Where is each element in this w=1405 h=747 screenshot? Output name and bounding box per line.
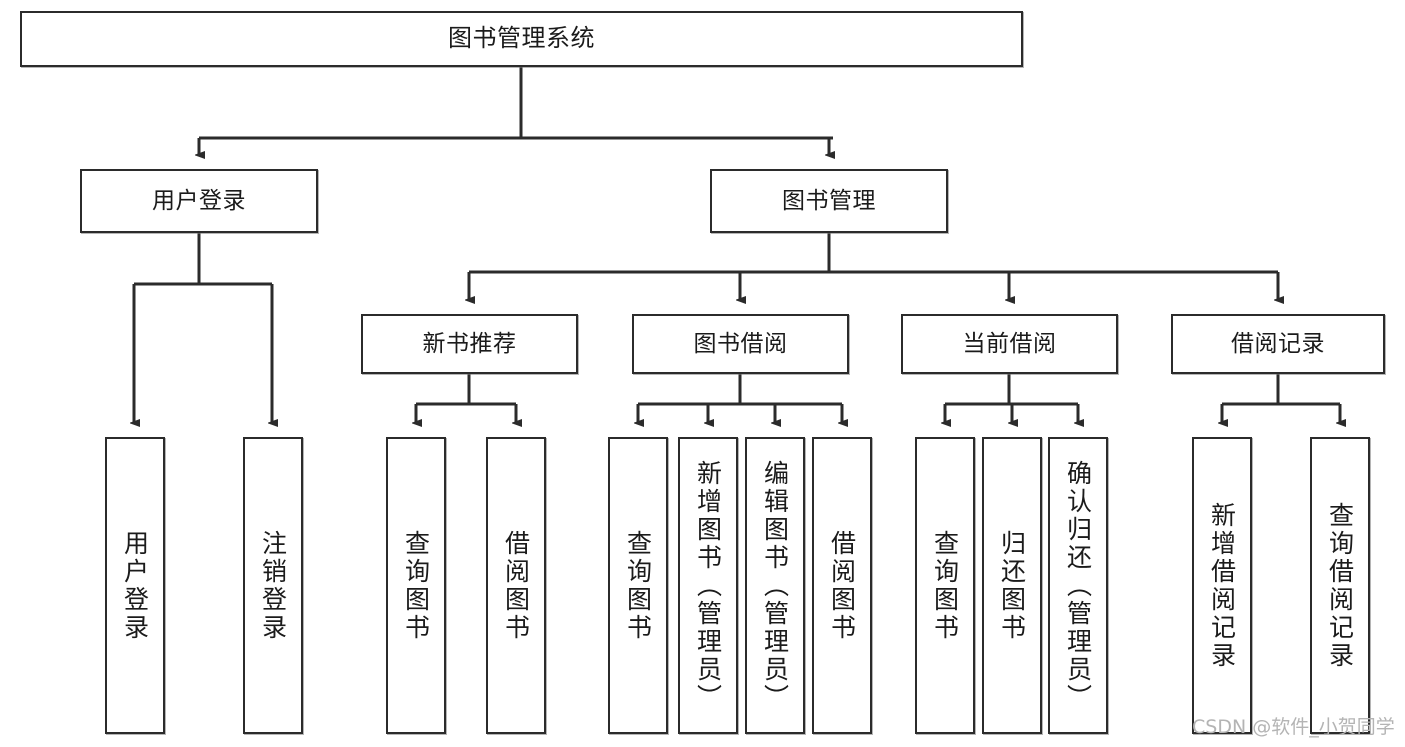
node-leaf-edit-book-label: 编辑图书（管理员） bbox=[760, 459, 790, 712]
node-leaf-add-borrow-record[interactable]: 新增借阅记录 bbox=[1192, 437, 1252, 734]
node-book-manage[interactable]: 图书管理 bbox=[710, 169, 948, 233]
node-book-manage-label: 图书管理 bbox=[782, 187, 876, 214]
node-leaf-borrow-book-label: 借阅图书 bbox=[827, 529, 857, 642]
node-current-borrow[interactable]: 当前借阅 bbox=[901, 314, 1118, 374]
node-leaf-user-login-label: 用户登录 bbox=[120, 529, 150, 642]
node-leaf-add-book-label: 新增图书（管理员） bbox=[693, 459, 723, 712]
node-leaf-add-book[interactable]: 新增图书（管理员） bbox=[678, 437, 738, 734]
node-leaf-borrow-book[interactable]: 借阅图书 bbox=[812, 437, 872, 734]
node-borrow-record-label: 借阅记录 bbox=[1231, 330, 1325, 357]
node-book-borrow[interactable]: 图书借阅 bbox=[632, 314, 849, 374]
node-leaf-query-book-borrow[interactable]: 查询图书 bbox=[608, 437, 668, 734]
node-leaf-query-book-current-label: 查询图书 bbox=[930, 529, 960, 642]
node-leaf-add-borrow-record-label: 新增借阅记录 bbox=[1207, 501, 1237, 670]
node-new-book-recommend[interactable]: 新书推荐 bbox=[361, 314, 578, 374]
node-leaf-query-borrow-record[interactable]: 查询借阅记录 bbox=[1310, 437, 1370, 734]
node-user-login-label: 用户登录 bbox=[152, 187, 246, 214]
node-leaf-confirm-return[interactable]: 确认归还（管理员） bbox=[1048, 437, 1108, 734]
node-leaf-return-book-label: 归还图书 bbox=[997, 529, 1027, 642]
node-borrow-record[interactable]: 借阅记录 bbox=[1171, 314, 1385, 374]
node-leaf-query-book-recommend-label: 查询图书 bbox=[401, 529, 431, 642]
node-leaf-return-book[interactable]: 归还图书 bbox=[982, 437, 1042, 734]
node-leaf-query-book-borrow-label: 查询图书 bbox=[623, 529, 653, 642]
node-leaf-edit-book[interactable]: 编辑图书（管理员） bbox=[745, 437, 805, 734]
watermark: CSDN @软件_小贺同学 bbox=[1192, 716, 1395, 738]
node-user-login[interactable]: 用户登录 bbox=[80, 169, 318, 233]
node-leaf-query-book-current[interactable]: 查询图书 bbox=[915, 437, 975, 734]
node-leaf-borrow-book-recommend[interactable]: 借阅图书 bbox=[486, 437, 546, 734]
node-root-label: 图书管理系统 bbox=[448, 24, 595, 53]
node-leaf-borrow-book-recommend-label: 借阅图书 bbox=[501, 529, 531, 642]
node-leaf-user-login[interactable]: 用户登录 bbox=[105, 437, 165, 734]
node-leaf-query-borrow-record-label: 查询借阅记录 bbox=[1325, 501, 1355, 670]
node-root[interactable]: 图书管理系统 bbox=[20, 11, 1023, 67]
node-leaf-logout[interactable]: 注销登录 bbox=[243, 437, 303, 734]
node-leaf-logout-label: 注销登录 bbox=[258, 529, 288, 642]
node-new-book-recommend-label: 新书推荐 bbox=[422, 330, 517, 357]
node-book-borrow-label: 图书借阅 bbox=[693, 330, 788, 357]
node-leaf-query-book-recommend[interactable]: 查询图书 bbox=[386, 437, 446, 734]
node-current-borrow-label: 当前借阅 bbox=[962, 330, 1057, 357]
node-leaf-confirm-return-label: 确认归还（管理员） bbox=[1063, 459, 1093, 712]
